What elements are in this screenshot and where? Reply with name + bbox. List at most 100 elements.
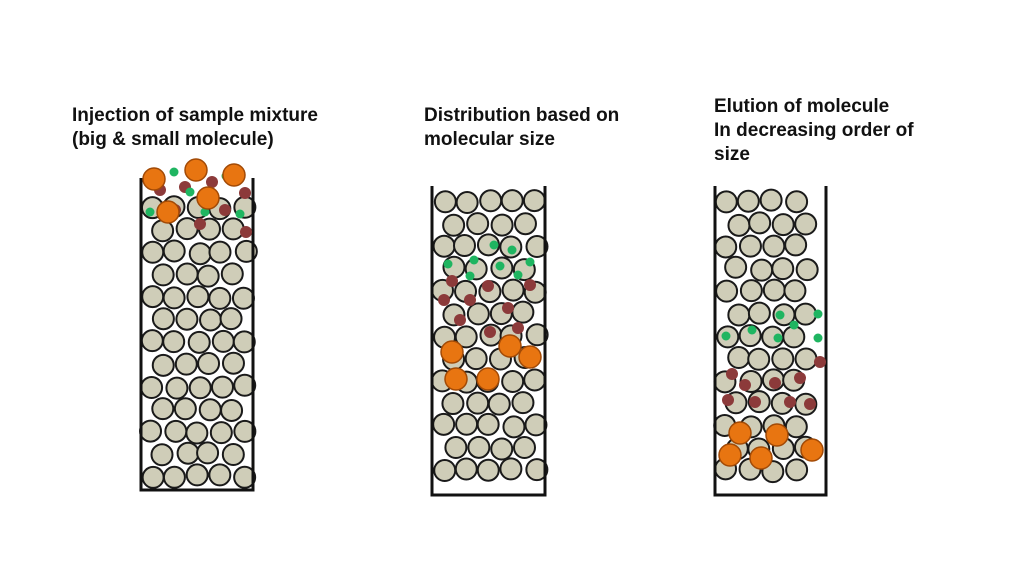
large-molecule xyxy=(142,167,166,191)
small-molecule xyxy=(507,245,517,255)
gel-bead xyxy=(782,325,806,349)
gel-bead xyxy=(198,398,222,422)
small-molecule xyxy=(145,207,155,217)
gel-bead xyxy=(139,419,163,443)
gel-bead xyxy=(736,189,760,213)
gel-bead xyxy=(162,239,186,263)
large-molecule xyxy=(749,446,773,470)
gel-bead xyxy=(233,465,257,489)
caption-distribution-line-1: Distribution based on xyxy=(424,105,620,126)
medium-molecule xyxy=(219,204,231,216)
gel-bead xyxy=(794,347,818,371)
small-molecule xyxy=(721,331,731,341)
large-molecule xyxy=(718,443,742,467)
gel-bead xyxy=(219,307,243,331)
gel-bead xyxy=(233,419,257,443)
medium-molecule xyxy=(240,226,252,238)
medium-molecule xyxy=(739,379,751,391)
medium-molecule xyxy=(482,280,494,292)
medium-molecule xyxy=(524,279,536,291)
column-wall xyxy=(713,186,828,497)
gel-bead xyxy=(466,302,490,326)
medium-molecule xyxy=(206,176,218,188)
large-molecule xyxy=(476,367,500,391)
gel-bead xyxy=(141,285,165,309)
gel-bead xyxy=(454,325,478,349)
medium-molecule xyxy=(726,368,738,380)
column-wall xyxy=(430,186,547,497)
gel-bead xyxy=(714,235,738,259)
medium-molecule xyxy=(814,356,826,368)
gel-bead xyxy=(188,376,212,400)
large-molecule xyxy=(440,340,464,364)
medium-molecule xyxy=(794,372,806,384)
gel-bead xyxy=(724,255,748,279)
gel-bead xyxy=(525,235,549,259)
gel-bead xyxy=(500,189,524,213)
caption-injection: Injection of sample mixture (big & small… xyxy=(72,104,318,152)
medium-molecule xyxy=(769,377,781,389)
gel-bead xyxy=(441,392,465,416)
gel-bead xyxy=(785,458,809,482)
medium-molecule xyxy=(784,396,796,408)
gel-bead xyxy=(523,368,547,392)
gel-bead xyxy=(501,278,525,302)
gel-bead xyxy=(727,303,751,327)
small-molecule xyxy=(775,310,785,320)
caption-injection-line-2: (big & small molecule) xyxy=(72,129,274,150)
gel-bead xyxy=(762,234,786,258)
gel-bead xyxy=(785,190,809,214)
gel-bead xyxy=(522,189,546,213)
column-injection xyxy=(139,158,258,492)
gel-bead xyxy=(221,351,245,375)
gel-bead xyxy=(220,262,244,286)
gel-bead xyxy=(209,421,233,445)
gel-bead xyxy=(466,391,490,415)
column-elution xyxy=(713,186,828,497)
gel-bead xyxy=(784,415,808,439)
gel-bead xyxy=(511,300,535,324)
small-molecule xyxy=(465,271,475,281)
gel-bead xyxy=(455,412,479,436)
gel-bead xyxy=(771,347,795,371)
medium-molecule xyxy=(502,302,514,314)
gel-bead xyxy=(164,419,188,443)
large-molecule xyxy=(765,423,789,447)
large-molecule xyxy=(184,158,208,182)
gel-bead xyxy=(165,376,189,400)
large-molecule xyxy=(518,345,542,369)
small-molecule xyxy=(200,207,210,217)
gel-bead xyxy=(162,330,186,354)
caption-elution-line-2: In decreasing order of xyxy=(714,120,914,141)
gel-bead xyxy=(747,301,771,325)
gel-bead xyxy=(199,308,223,332)
gel-bead xyxy=(174,352,198,376)
gel-bead xyxy=(141,465,165,489)
small-molecule xyxy=(443,259,453,269)
medium-molecule xyxy=(512,322,524,334)
gel-bead xyxy=(524,413,548,437)
gel-bead xyxy=(499,457,523,481)
gel-bead xyxy=(175,217,199,241)
gel-bead xyxy=(525,323,549,347)
gel-bead xyxy=(233,373,257,397)
small-molecule xyxy=(235,209,245,219)
gel-bead xyxy=(512,435,536,459)
gel-bead xyxy=(715,279,739,303)
large-molecule xyxy=(156,200,180,224)
caption-distribution-line-2: molecular size xyxy=(424,129,555,150)
gel-bead xyxy=(432,412,456,436)
gel-bead xyxy=(784,233,808,257)
small-molecule xyxy=(469,255,479,265)
gel-bead xyxy=(748,211,772,235)
column-wall xyxy=(139,178,255,492)
gel-bead xyxy=(454,457,478,481)
medium-molecule xyxy=(804,398,816,410)
small-molecule xyxy=(513,270,523,280)
gel-bead xyxy=(501,369,525,393)
gel-bead xyxy=(176,441,200,465)
gel-bead xyxy=(453,234,477,258)
gel-bead xyxy=(232,330,256,354)
gel-bead xyxy=(185,421,209,445)
gel-bead xyxy=(220,398,244,422)
